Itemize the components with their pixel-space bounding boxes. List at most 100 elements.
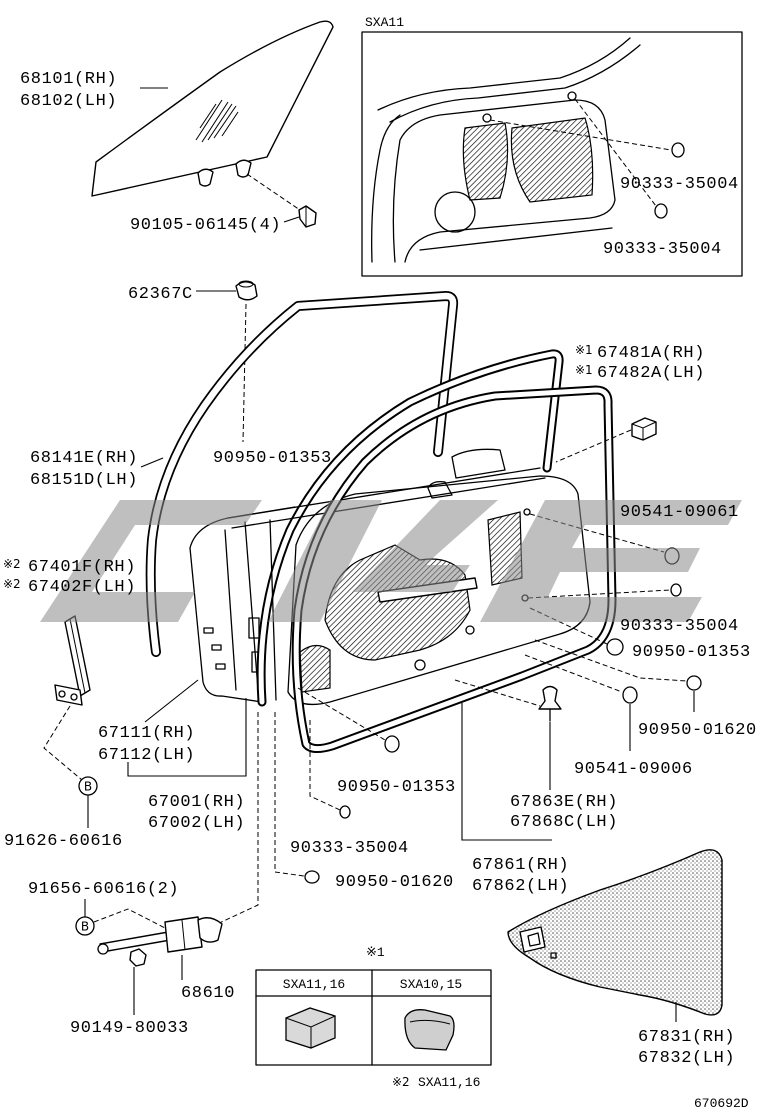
door-sash-core: [258, 351, 562, 705]
clip-lower-lh-label: 67868C(LH): [510, 813, 618, 832]
door-weatherstrip-lh-label: 67862(LH): [472, 877, 569, 896]
plug-dashed-leader: [529, 607, 608, 645]
trim-clip-mark: [550, 952, 557, 959]
inset-sash-outer: [377, 37, 631, 111]
glass-hatch-line: [201, 101, 229, 143]
inset-plug-upper-label: 90333-35004: [620, 175, 739, 194]
glass-hatch-line: [221, 111, 239, 137]
bracket-67401f: [43, 615, 91, 781]
hole-plug-upper-right-label: 90541-09061: [620, 503, 739, 522]
inner-panel-lower-hole: [299, 644, 331, 693]
hole-plug-dashed-leader: [529, 513, 665, 553]
inner-panel-hinge-edge: [269, 519, 277, 701]
hole-plug-lower-right-label: 90541-09006: [574, 760, 693, 779]
inner-panel-small-hole: [414, 659, 426, 671]
watermark-shape: [40, 500, 262, 622]
hinge-dashed-leader: [214, 712, 259, 926]
plug: [304, 870, 320, 884]
inset-variant-label: SXA11: [365, 15, 404, 30]
inside-handle-opening: [451, 448, 506, 479]
trim-board-lh-label: 67832(LH): [638, 1049, 735, 1068]
plug-lower-left2-label: 90950-01620: [335, 873, 454, 892]
watermark-shape: [352, 500, 498, 592]
door-weatherstrip-rh-label: 67861(RH): [472, 856, 569, 875]
bracket-lh-label: 67402F(LH): [28, 578, 136, 597]
table-header-col2: SXA10,15: [400, 977, 462, 992]
watermark-shape: [480, 500, 742, 622]
plug-90950-01353-lower: [297, 687, 400, 753]
inset-sash-inner: [389, 44, 641, 123]
clip-dashed-leader: [454, 679, 541, 707]
bracket-lh-note: ※2: [3, 577, 21, 591]
callout-letter: B: [84, 780, 92, 794]
trim-board-panel: [507, 849, 723, 1016]
frame-weatherstrip-lh-label: 68151D(LH): [30, 471, 138, 490]
plug-right-lower-label: 90950-01620: [638, 721, 757, 740]
clip-62367c: [196, 280, 258, 443]
inset-door-edge: [371, 114, 401, 263]
plug-dashed-leader: [297, 687, 386, 741]
outer-panel-lh-label: 67112(LH): [98, 746, 195, 765]
plug-dashed-leader: [274, 712, 305, 877]
plug-90333-lower: [309, 720, 351, 819]
block-lh-label: 67482A(LH): [597, 364, 705, 383]
plug: [384, 735, 400, 753]
trim-handle-recess: [519, 926, 546, 953]
inset-sxa11: [361, 31, 743, 277]
inset-plug-lower-label: 90333-35004: [603, 240, 722, 259]
hinge-mount: [248, 617, 260, 639]
clip-head: [238, 280, 254, 288]
check-bolt-label: 91656-60616(2): [28, 880, 179, 899]
plug-dashed-leader: [309, 720, 341, 811]
window-glass: [91, 20, 334, 197]
frame-weatherstrip-leader: [140, 457, 164, 468]
glass-hatch-line: [213, 105, 237, 139]
watermark: [40, 500, 742, 622]
door-panel-lh-label: 67002(LH): [148, 814, 245, 833]
glass-bolt-label: 90105-06145(4): [130, 216, 281, 235]
plug-lower-left-label: 90333-35004: [290, 839, 409, 858]
outer-panel-hole: [203, 627, 214, 634]
inset-frame: [361, 31, 743, 277]
table-frame: [255, 969, 492, 1066]
plug: [606, 638, 624, 656]
plug: [686, 675, 702, 691]
inset-small-hole: [567, 91, 577, 101]
labels: 68101(RH) 68102(LH) 90105-06145(4) SXA11…: [3, 15, 757, 1111]
block-edge: [631, 421, 657, 440]
check-body-edge: [181, 919, 186, 951]
footnote-text: SXA11,16: [418, 1075, 480, 1090]
plug-90333-right: [527, 583, 682, 599]
check-screw: [129, 948, 147, 967]
clip-lower-rh-label: 67863E(RH): [510, 793, 618, 812]
table-block-col2: [404, 1009, 455, 1051]
variant-table: SXA11,16 SXA10,15: [255, 969, 492, 1066]
table-note: ※1: [366, 945, 385, 960]
glass-hatch-line: [195, 99, 223, 141]
plug-90950-01353-right: [529, 607, 624, 656]
check-roller: [197, 917, 223, 943]
block-body: [631, 417, 657, 441]
bracket-rh-label: 67401F(RH): [28, 558, 136, 577]
bracket-dashed-leader: [43, 705, 83, 781]
inset-hole-plug-upper: [671, 142, 685, 158]
outer-panel-hole: [215, 663, 226, 670]
plug: [339, 805, 351, 819]
glass-bolt-leader: [283, 216, 300, 223]
plug-right-mid2-label: 90950-01353: [632, 643, 751, 662]
diagram-id: 670692D: [694, 1096, 749, 1111]
plug-lower-center-label: 90950-01353: [337, 778, 456, 797]
trim-board-rh-label: 67831(RH): [638, 1028, 735, 1047]
inset-dashed-leader: [489, 119, 672, 151]
table-block-col2-edge: [409, 1019, 451, 1025]
glass-channel-clip: [235, 159, 252, 178]
inset-inner-panel: [392, 99, 616, 263]
block-67481a: [555, 417, 657, 463]
glass-channel-clip: [197, 168, 214, 187]
outer-panel-crease: [224, 529, 237, 691]
glass-hatch-line: [207, 103, 233, 141]
hole-plug: [622, 686, 638, 704]
footnote-mark: ※2: [392, 1075, 410, 1089]
trim-handle-inner: [527, 932, 541, 947]
